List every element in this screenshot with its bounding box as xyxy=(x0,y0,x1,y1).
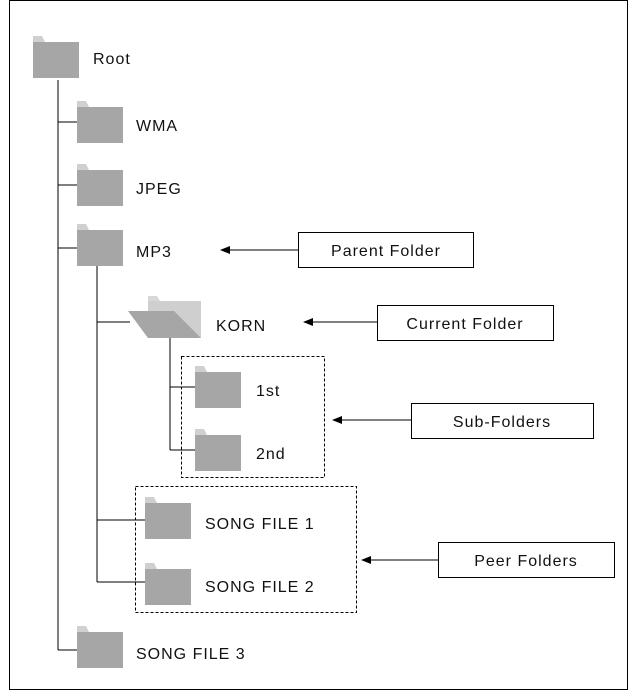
mp3-folder-icon[interactable] xyxy=(77,224,123,266)
peer-folders-callout: Peer Folders xyxy=(438,542,615,578)
diagram-frame xyxy=(9,0,628,690)
jpeg-folder-icon[interactable] xyxy=(77,164,123,206)
korn-label: KORN xyxy=(216,318,266,335)
korn-open-folder-icon[interactable] xyxy=(128,296,201,338)
second-folder-icon[interactable] xyxy=(195,429,241,471)
mp3-label: MP3 xyxy=(136,244,172,261)
sub-folders-callout: Sub-Folders xyxy=(411,403,594,439)
current-folder-callout-label: Current Folder xyxy=(406,316,523,333)
second-label: 2nd xyxy=(256,446,286,463)
wma-label: WMA xyxy=(136,118,178,135)
sub-folders-callout-label: Sub-Folders xyxy=(453,414,551,431)
root-folder-icon[interactable] xyxy=(33,36,79,78)
song-file-1-label: SONG FILE 1 xyxy=(205,516,315,533)
peer-folders-callout-label: Peer Folders xyxy=(474,553,578,570)
song-file-1-folder-icon[interactable] xyxy=(145,497,191,539)
tree-connectors xyxy=(57,80,196,651)
jpeg-label: JPEG xyxy=(136,181,182,198)
song-file-2-folder-icon[interactable] xyxy=(145,563,191,605)
song-file-3-folder-icon[interactable] xyxy=(77,626,123,668)
peer-folders-group-box xyxy=(135,486,357,613)
current-folder-callout: Current Folder xyxy=(377,305,554,341)
first-folder-icon[interactable] xyxy=(195,366,241,408)
wma-folder-icon[interactable] xyxy=(77,101,123,143)
sub-folders-group-box xyxy=(181,356,325,478)
first-label: 1st xyxy=(256,383,280,400)
parent-folder-callout-label: Parent Folder xyxy=(331,243,441,260)
root-label: Root xyxy=(93,51,131,68)
parent-folder-callout: Parent Folder xyxy=(298,232,474,268)
callout-arrows xyxy=(220,246,438,564)
song-file-3-label: SONG FILE 3 xyxy=(136,646,246,663)
song-file-2-label: SONG FILE 2 xyxy=(205,579,315,596)
